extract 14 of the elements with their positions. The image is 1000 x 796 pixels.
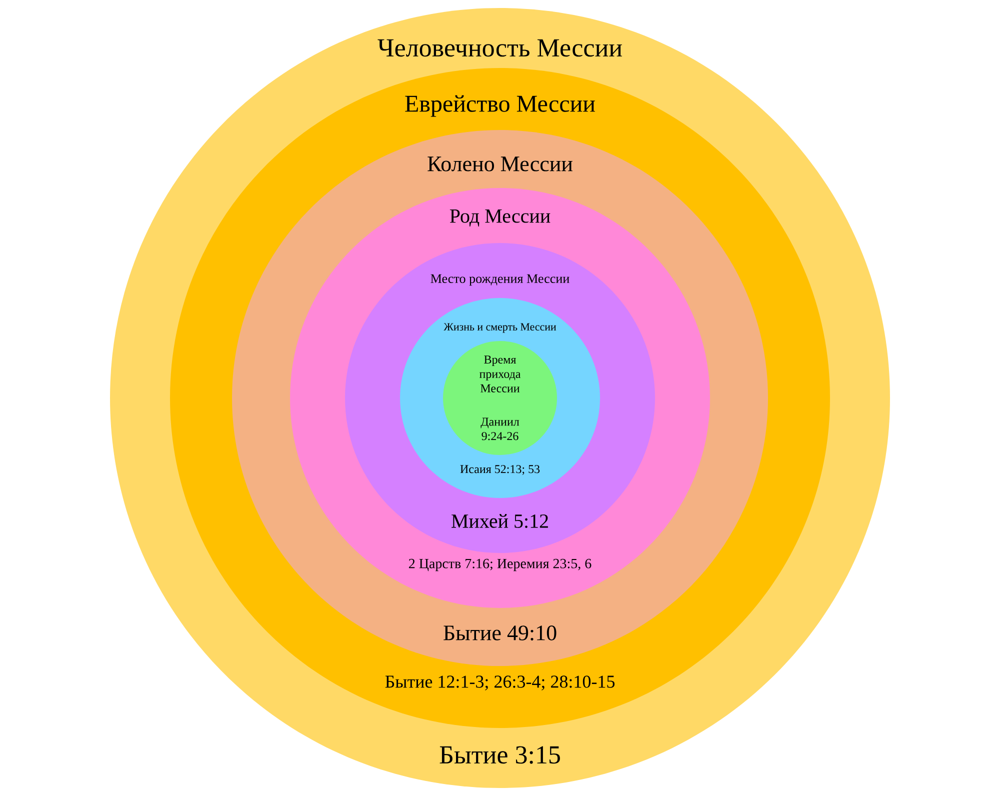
scripture-reference: Михей 5:12 [452, 514, 548, 528]
band-title: Время прихода Мессии [479, 356, 521, 392]
scripture-reference: Исаия 52:13; 53 [460, 465, 540, 475]
band-title: Человечность Мессии [378, 39, 622, 57]
band-title: Место рождения Мессии [430, 274, 570, 286]
band-title: Еврейство Мессии [405, 95, 595, 117]
band-title: Жизнь и смерть Мессии [444, 323, 556, 333]
scripture-reference: Бытие 3:15 [440, 746, 560, 764]
scripture-reference: Бытие 49:10 [444, 626, 556, 640]
band-title: Колено Мессии [428, 156, 572, 172]
band-title: Род Мессии [450, 210, 550, 226]
scripture-reference: Бытие 12:1-3; 26:3-4; 28:10-15 [385, 676, 615, 690]
scripture-reference: Даниил 9:24-26 [480, 418, 520, 440]
scripture-reference: 2 Царств 7:16; Иеремия 23:5, 6 [408, 558, 592, 572]
